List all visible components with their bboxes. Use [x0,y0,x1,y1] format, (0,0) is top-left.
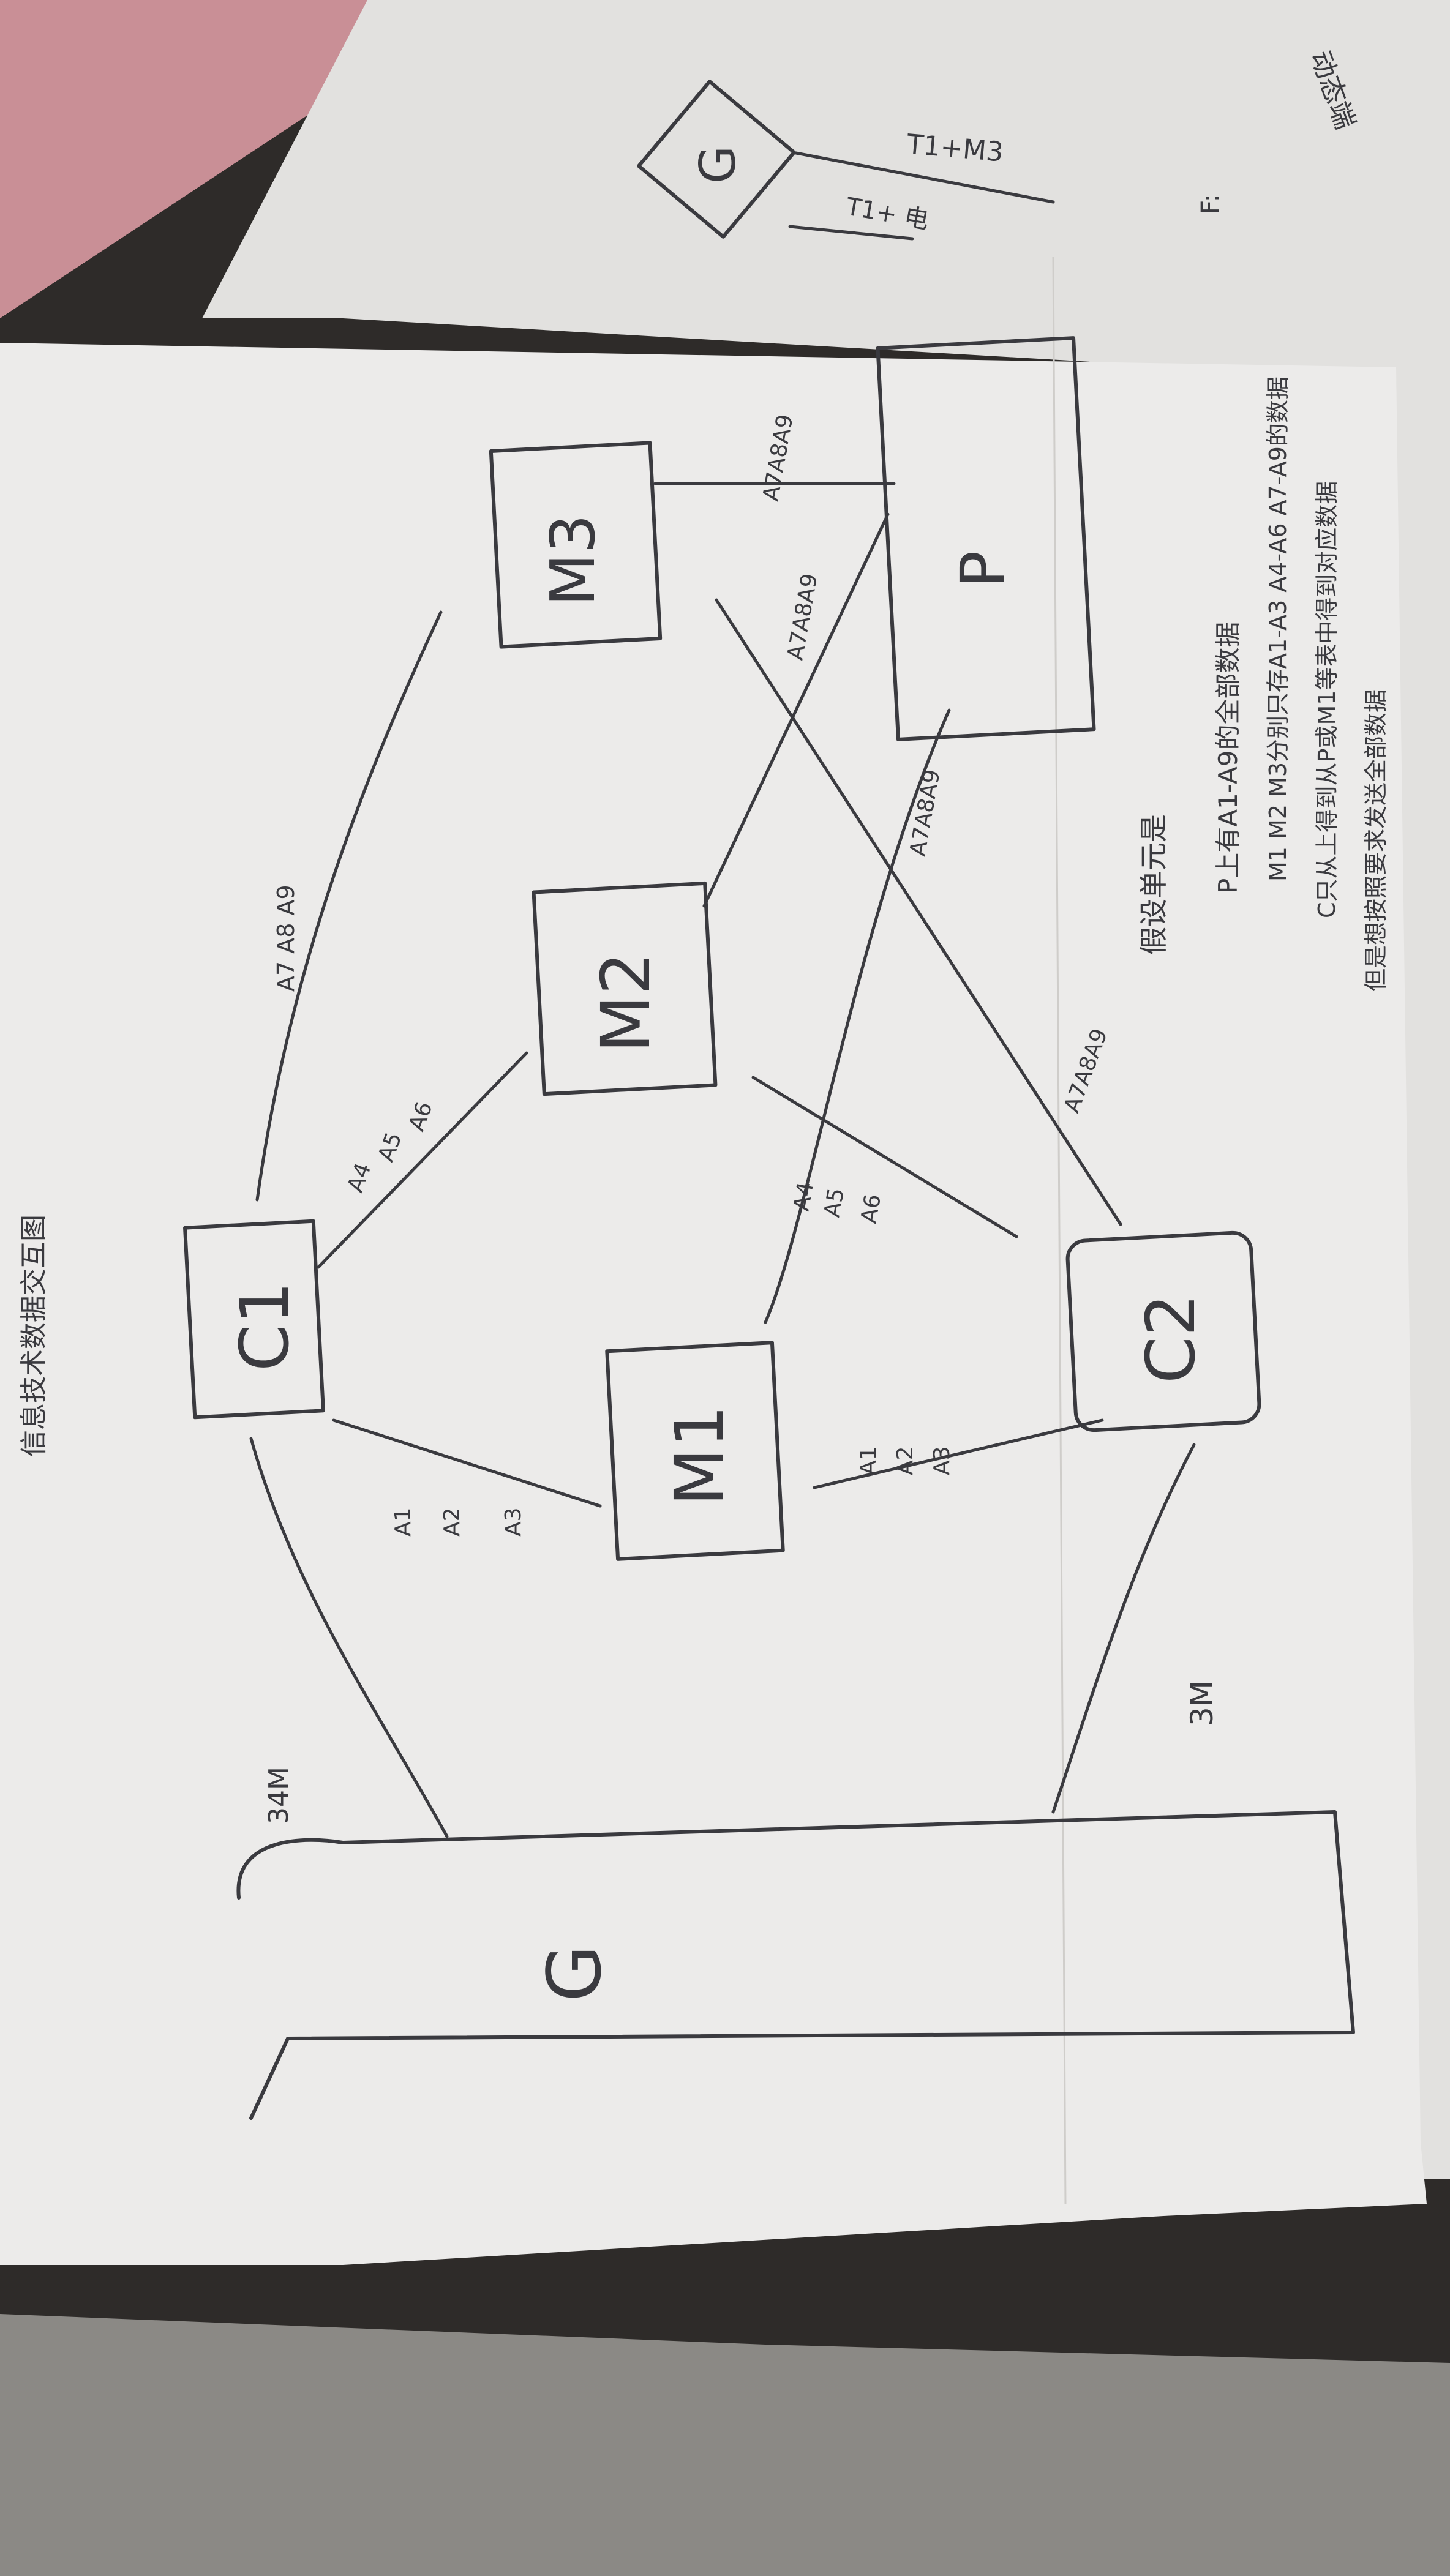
arrow-c1-m1 [332,1418,602,1508]
edge-label-m1-c2-1: A1 [856,1446,881,1475]
note-f: F: [1196,194,1225,214]
arrow-g-c1 [249,1437,449,1838]
label-m1: M1 [660,1405,738,1506]
edge-label-c1-m1-3: A3 [501,1507,526,1537]
small-g-line-bottom [788,225,914,241]
label-m3: M3 [537,514,609,606]
edge-label-c1-m1-2: A2 [440,1507,465,1537]
arrow-m1-c2 [813,1418,1104,1489]
note-heading: 假设单元是 [1137,814,1170,955]
edge-label-g-c2: 3M [1184,1680,1220,1726]
note-line3: C只从上得到从P或M1等表中得到对应数据 [1313,481,1340,918]
label-g-big: G [533,1945,618,2002]
box-c1 [183,1219,325,1420]
edge-label-c1-m3: A7 A8 A9 [272,885,299,992]
box-c2 [1065,1230,1261,1432]
edge-label-m1-c2-2: A2 [893,1446,918,1475]
box-m3 [489,441,663,649]
label-c1: C1 [225,1281,304,1371]
paper-sheet-under [202,0,1450,2179]
arrow-p-m2 [702,512,890,908]
edge-label-c1-m1-1: A1 [391,1507,416,1537]
box-m2 [532,881,718,1096]
pink-surface [0,0,380,318]
arrow-c1-m3 [255,610,443,1202]
arrow-p-m1 [764,708,951,1324]
label-g-small: G [689,146,746,184]
edge-label-m2-c2-3: A6 [856,1193,886,1226]
arrow-m2-c2 [751,1076,1018,1238]
edge-label-m2-c2-2: A5 [819,1186,849,1219]
box-g-small [637,80,796,239]
label-m2: M2 [587,952,665,1053]
label-c2: C2 [1132,1294,1210,1383]
note-line2: M1 M2 M3分别只存A1-A3 A4-A6 A7-A9的数据 [1264,376,1291,882]
box-p [876,336,1096,741]
paper-fold-line [1052,256,1067,2204]
note-line1: P上有A1-A9的全部数据 [1213,622,1243,894]
arrow-c1-m2 [317,1051,528,1269]
small-g-line-top [794,151,1055,204]
edge-label-g-c1: 34M [263,1767,295,1824]
note-line4: 但是想按照要求发送全部数据 [1362,689,1389,992]
box-m1 [605,1341,785,1561]
paper-sheet-main [0,343,1427,2265]
label-p: P [947,551,1019,588]
diagram-title: 信息技术数据交互图 [18,1215,50,1457]
edge-label-m2-c2-1: A4 [789,1180,819,1213]
edge-label-m1-c2-3: A3 [930,1446,955,1475]
arrow-p-c2 [715,598,1122,1226]
arrow-g-c2 [1051,1443,1196,1814]
tiled-floor [0,2314,1450,2576]
box-g-big [236,1810,1355,2120]
